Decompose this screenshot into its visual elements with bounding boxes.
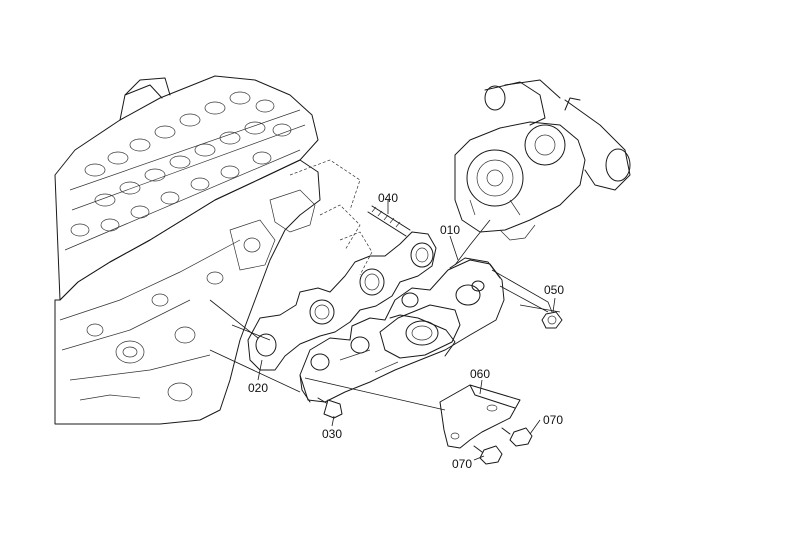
bracket-060 (439, 384, 521, 449)
callout-070-right: 070 (543, 413, 563, 427)
engine-exhaust-ports (289, 159, 373, 276)
callout-040: 040 (378, 191, 398, 205)
turbocharger (454, 79, 631, 241)
nut-050 (541, 311, 563, 329)
stud-040 (367, 205, 411, 237)
exhaust-manifold-010 (299, 257, 505, 403)
callout-050: 050 (544, 283, 564, 297)
callout-030: 030 (322, 427, 342, 441)
engine-block (54, 75, 321, 425)
bolt-070-a (501, 427, 533, 447)
callout-070-bottom: 070 (452, 457, 472, 471)
callout-010: 010 (440, 223, 460, 237)
callout-020: 020 (248, 381, 268, 395)
bolt-070-b (473, 445, 503, 465)
callout-060: 060 (470, 367, 490, 381)
gasket-020 (247, 231, 437, 371)
bolt-030 (317, 397, 343, 419)
leader-lines (209, 200, 561, 461)
